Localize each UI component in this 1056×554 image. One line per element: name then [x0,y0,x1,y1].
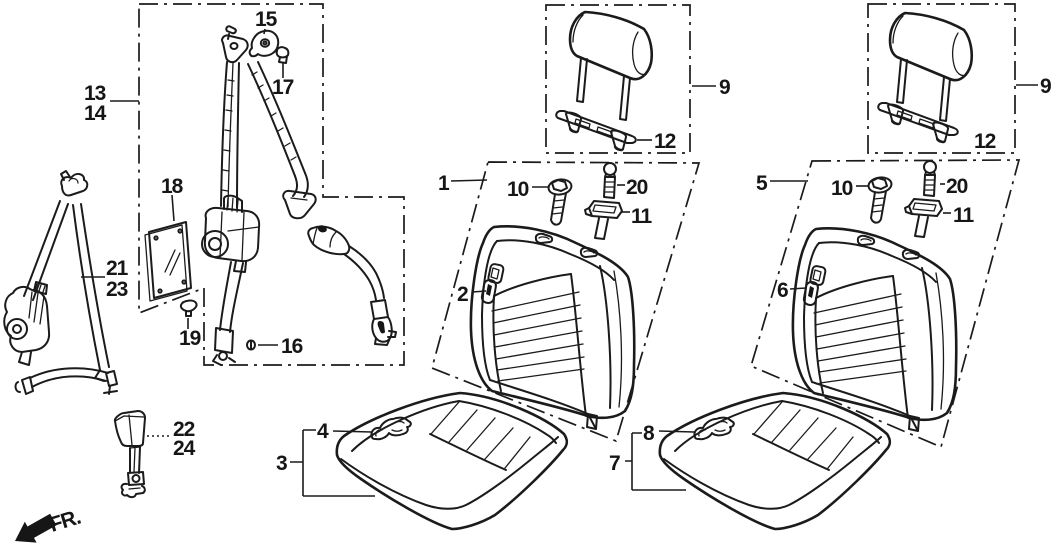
svg-text:18: 18 [161,175,184,198]
svg-text:3: 3 [276,452,287,475]
svg-text:5: 5 [756,172,768,195]
svg-text:12: 12 [654,130,676,153]
svg-text:15: 15 [255,8,278,31]
svg-text:24: 24 [173,437,196,460]
svg-text:14: 14 [84,102,107,125]
svg-text:20: 20 [946,175,968,198]
svg-text:10: 10 [507,178,529,201]
svg-text:9: 9 [1040,75,1051,98]
svg-text:22: 22 [173,418,195,441]
svg-text:17: 17 [272,76,294,99]
svg-text:13: 13 [84,82,106,105]
svg-text:9: 9 [719,76,730,99]
svg-text:23: 23 [106,278,128,301]
svg-text:12: 12 [974,130,996,153]
svg-text:16: 16 [281,335,303,358]
svg-text:20: 20 [626,176,648,199]
svg-text:8: 8 [643,422,655,445]
svg-text:4: 4 [317,420,329,443]
svg-text:1: 1 [438,172,450,195]
svg-text:11: 11 [953,204,975,227]
svg-text:6: 6 [777,279,788,302]
svg-text:19: 19 [179,327,201,350]
svg-text:21: 21 [106,257,129,280]
svg-text:7: 7 [609,452,620,475]
svg-text:2: 2 [457,283,468,306]
svg-text:10: 10 [831,177,853,200]
svg-text:11: 11 [631,205,653,228]
